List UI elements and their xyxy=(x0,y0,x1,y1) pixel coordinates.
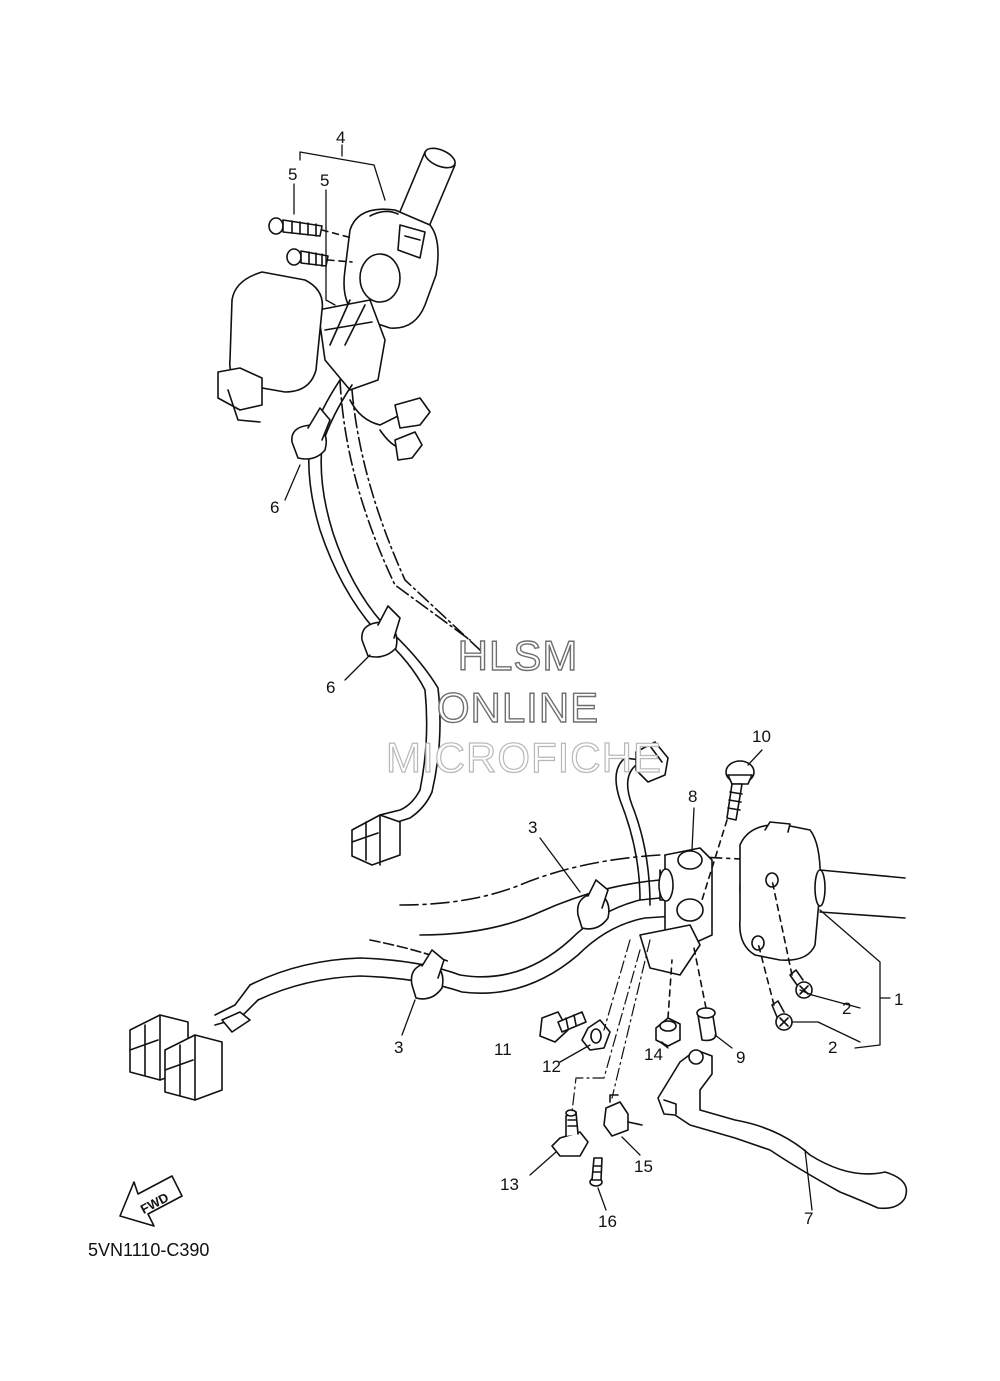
callout-14: 14 xyxy=(644,1045,663,1064)
clutch-switch-15 xyxy=(603,1094,643,1137)
screw-13 xyxy=(551,1109,589,1157)
upper-coupler xyxy=(351,789,433,866)
callout-3a: 3 xyxy=(528,818,537,837)
callout-7: 7 xyxy=(804,1209,813,1228)
screw-5a xyxy=(268,217,353,239)
callout-5a: 5 xyxy=(288,165,297,184)
switch-housing-left xyxy=(343,208,439,329)
callout-11: 11 xyxy=(494,1040,512,1059)
wire-clamp-6-lower xyxy=(361,605,401,658)
callout-2b: 2 xyxy=(828,1038,837,1057)
callout-12: 12 xyxy=(542,1057,561,1076)
callout-6a: 6 xyxy=(270,498,279,517)
lever-bracket xyxy=(639,847,753,976)
clutch-switch-connector xyxy=(635,741,669,783)
watermark-line-2: ONLINE xyxy=(436,683,600,731)
callout-10: 10 xyxy=(752,727,771,746)
fwd-arrow-icon xyxy=(119,1175,183,1227)
wire-clamp-3-left xyxy=(410,949,445,1000)
screw-5b xyxy=(286,248,353,267)
callout-leaders xyxy=(284,144,891,1211)
wire-clamp-3-right xyxy=(576,879,610,930)
callout-6b: 6 xyxy=(326,678,335,697)
alignment-lines xyxy=(571,939,651,1113)
callout-1: 1 xyxy=(894,990,903,1009)
clutch-lever xyxy=(657,1049,908,1210)
watermark-line-3: MICROFICHE xyxy=(385,733,662,781)
collar-9 xyxy=(693,947,717,1042)
callout-3b: 3 xyxy=(394,1038,403,1057)
switch-connector-small xyxy=(349,397,431,461)
callout-13: 13 xyxy=(500,1175,519,1194)
callout-5b: 5 xyxy=(320,171,329,190)
switch-housing-right xyxy=(738,821,826,962)
nut-14 xyxy=(655,959,681,1047)
callout-8: 8 xyxy=(688,787,697,806)
screw-16 xyxy=(589,1157,603,1187)
callout-4: 4 xyxy=(336,128,345,147)
switch-wire-boot xyxy=(317,299,386,391)
nut-12 xyxy=(581,1019,611,1051)
watermark-line-1: HLSM xyxy=(457,631,579,679)
relay-block xyxy=(217,271,324,423)
bolt-10 xyxy=(701,760,755,901)
lower-coupler-pair xyxy=(129,984,259,1101)
callout-15: 15 xyxy=(634,1157,653,1176)
callout-9: 9 xyxy=(736,1048,745,1067)
lower-wire-harness xyxy=(249,757,691,1001)
callout-2a: 2 xyxy=(842,999,851,1018)
diagram-code: 5VN1110-C390 xyxy=(88,1240,210,1260)
callout-16: 16 xyxy=(598,1212,617,1231)
adjuster-11 xyxy=(539,1011,587,1043)
wire-clamp-6-upper xyxy=(291,407,331,460)
handlebar-pipe xyxy=(399,854,906,936)
